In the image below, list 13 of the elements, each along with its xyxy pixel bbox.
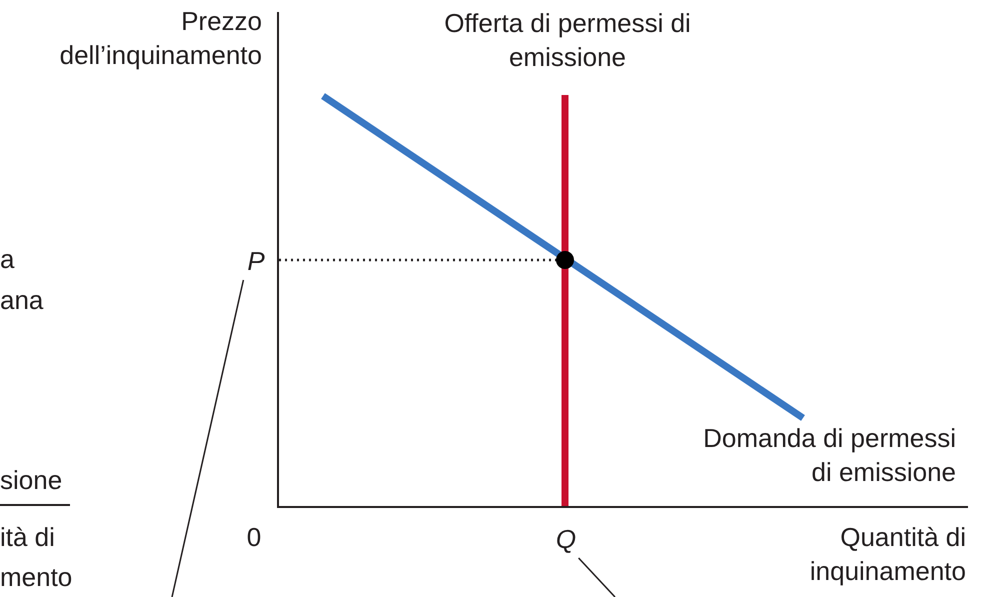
- axis-label: Prezzo dell’inquinamento: [58, 5, 262, 72]
- text-fragment: a: [0, 243, 16, 276]
- price-label: P: [242, 244, 270, 278]
- text-fragment: ana: [0, 284, 44, 317]
- tick-label: 0: [246, 521, 262, 554]
- axis-label: Quantità di inquinamento: [808, 521, 966, 588]
- leader-line: [578, 557, 616, 597]
- curve-label: Offerta di permessi di emissione: [443, 7, 692, 74]
- text-fragment: ità di: [0, 521, 56, 554]
- text-fragment: sione: [0, 464, 64, 497]
- curve-label: Domanda di permessi di emissione: [702, 422, 956, 489]
- quantity-label: Q: [552, 522, 580, 556]
- leader-line: [171, 280, 244, 597]
